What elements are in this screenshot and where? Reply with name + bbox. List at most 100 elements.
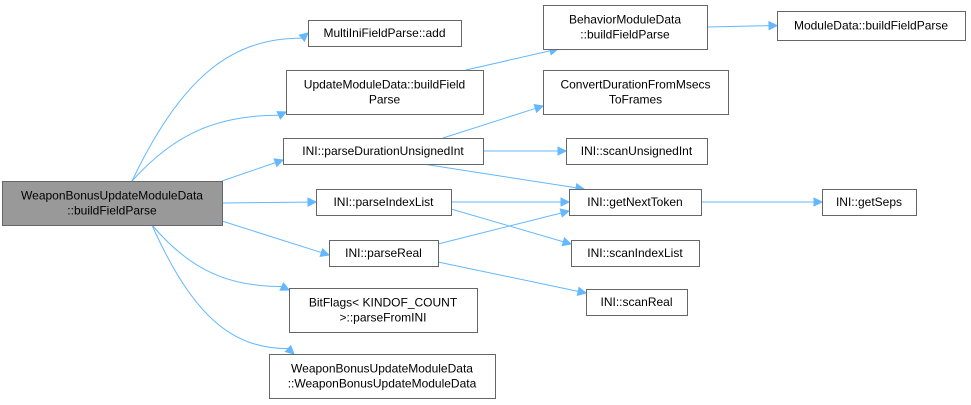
node-label-line: ::WeaponBonusUpdateModuleData [288,377,477,391]
edge-arrowhead [768,20,779,31]
edge-arrowhead [276,111,288,120]
node-label-line: ::buildFieldParse [580,28,670,42]
edge-line [437,212,562,245]
edge-arrowhead [557,146,568,156]
node-box [777,11,966,41]
edge-parsedur-to-convdur [442,104,545,139]
node-box [283,138,484,165]
edge-arrowhead [279,282,291,291]
edge-parsereal-to-scanreal [437,261,588,296]
edge-line [422,163,577,189]
node-behavior[interactable]: BehaviorModuleData::buildFieldParse [543,5,708,50]
node-label-line: INI::getNextToken [587,195,682,209]
node-box [308,20,462,47]
node-label-line: ModuleData::buildFieldParse [794,19,948,33]
node-box [569,189,702,216]
edge-root-to-parseidx [221,197,318,207]
node-label-line: INI::scanIndexList [587,246,683,260]
edge-arrowhead [284,344,295,355]
node-parseidx[interactable]: INI::parseIndexList [316,189,452,216]
node-box [822,189,917,216]
edge-arrowhead [533,104,545,114]
node-label-line: INI::getSeps [836,195,902,209]
edge-arrowhead [273,158,285,168]
node-wbctor[interactable]: WeaponBonusUpdateModuleData::WeaponBonus… [269,354,496,399]
node-scanuint[interactable]: INI::scanUnsignedInt [566,138,708,165]
edge-arrowhead [319,247,331,258]
node-scanidx[interactable]: INI::scanIndexList [571,240,700,267]
edge-behavior-to-moduledata [706,20,779,31]
edge-parsereal-to-getnext [437,208,571,245]
node-box [286,70,484,115]
edge-updatemd-to-behavior [465,46,560,71]
node-root[interactable]: WeaponBonusUpdateModuleData::buildFieldP… [2,181,223,226]
node-label-line: INI::parseDurationUnsignedInt [302,144,464,158]
edge-line [131,37,302,182]
node-moduledata[interactable]: ModuleData::buildFieldParse [777,11,966,41]
node-label-line: INI::scanReal [600,295,672,309]
edge-root-to-updatemd [131,111,288,182]
node-getseps[interactable]: INI::getSeps [822,189,917,216]
node-label-line: WeaponBonusUpdateModuleData [21,189,203,203]
edge-parsedur-to-scanuint [483,146,568,156]
node-parsereal[interactable]: INI::parseReal [329,240,439,267]
node-label-line: >::parseFromINI [339,311,426,325]
node-parsedur[interactable]: INI::parseDurationUnsignedInt [283,138,484,165]
edge-arrowhead [559,208,571,218]
node-label-line: BehaviorModuleData [569,13,681,27]
edge-line [151,224,282,288]
node-scanreal[interactable]: INI::scanReal [586,289,688,316]
edges-layer [131,20,824,355]
node-label-line: INI::parseIndexList [333,195,434,209]
node-label-line: MultiIniFieldParse::add [323,26,445,40]
node-label-line: INI::parseReal [345,246,422,260]
edge-root-to-bitflags [151,224,291,291]
edge-root-to-multiini [131,32,309,182]
node-box [586,289,688,316]
edge-line [450,208,564,243]
edge-parseidx-to-scanidx [450,208,573,247]
edge-line [437,261,579,292]
edge-getnext-to-getseps [701,197,824,207]
node-box [543,5,708,50]
node-label-line: Parse [369,93,401,107]
edge-line [221,220,322,254]
edge-line [151,224,289,350]
node-multiini[interactable]: MultiIniFieldParse::add [308,20,462,47]
edge-line [442,107,536,139]
node-box [566,138,708,165]
nodes-layer: WeaponBonusUpdateModuleData::buildFieldP… [2,5,966,399]
edge-arrowhead [576,286,588,296]
node-label-line: INI::scanUnsignedInt [581,144,693,158]
node-label-line: WeaponBonusUpdateModuleData [291,362,473,376]
edge-root-to-parsereal [221,220,331,258]
edge-root-to-wbctor [151,224,295,355]
node-box [571,240,700,267]
node-box [2,181,223,226]
node-bitflags[interactable]: BitFlags< KINDOF_COUNT>::parseFromINI [289,288,478,333]
node-label-line: UpdateModuleData::buildField [304,78,465,92]
edge-arrowhead [813,197,824,207]
edge-line [131,114,279,182]
node-box [269,354,496,399]
node-label-line: ConvertDurationFromMsecs [560,78,710,92]
edge-parseidx-to-getnext [451,197,571,207]
edge-root-to-parsedur [221,158,285,182]
node-box [316,189,452,216]
node-label-line: BitFlags< KINDOF_COUNT [309,296,458,310]
edge-line [221,201,309,204]
edge-line [221,162,276,182]
edge-line [465,50,551,71]
node-box [543,70,729,115]
edge-arrowhead [298,32,309,43]
node-updatemd[interactable]: UpdateModuleData::buildFieldParse [286,70,484,115]
node-label-line: ToFrames [609,93,662,107]
node-box [329,240,439,267]
node-getnext[interactable]: INI::getNextToken [569,189,702,216]
node-label-line: ::buildFieldParse [67,204,157,218]
edge-arrowhead [560,197,571,207]
edge-parsedur-to-getnext [422,163,586,193]
edge-line [706,25,770,28]
